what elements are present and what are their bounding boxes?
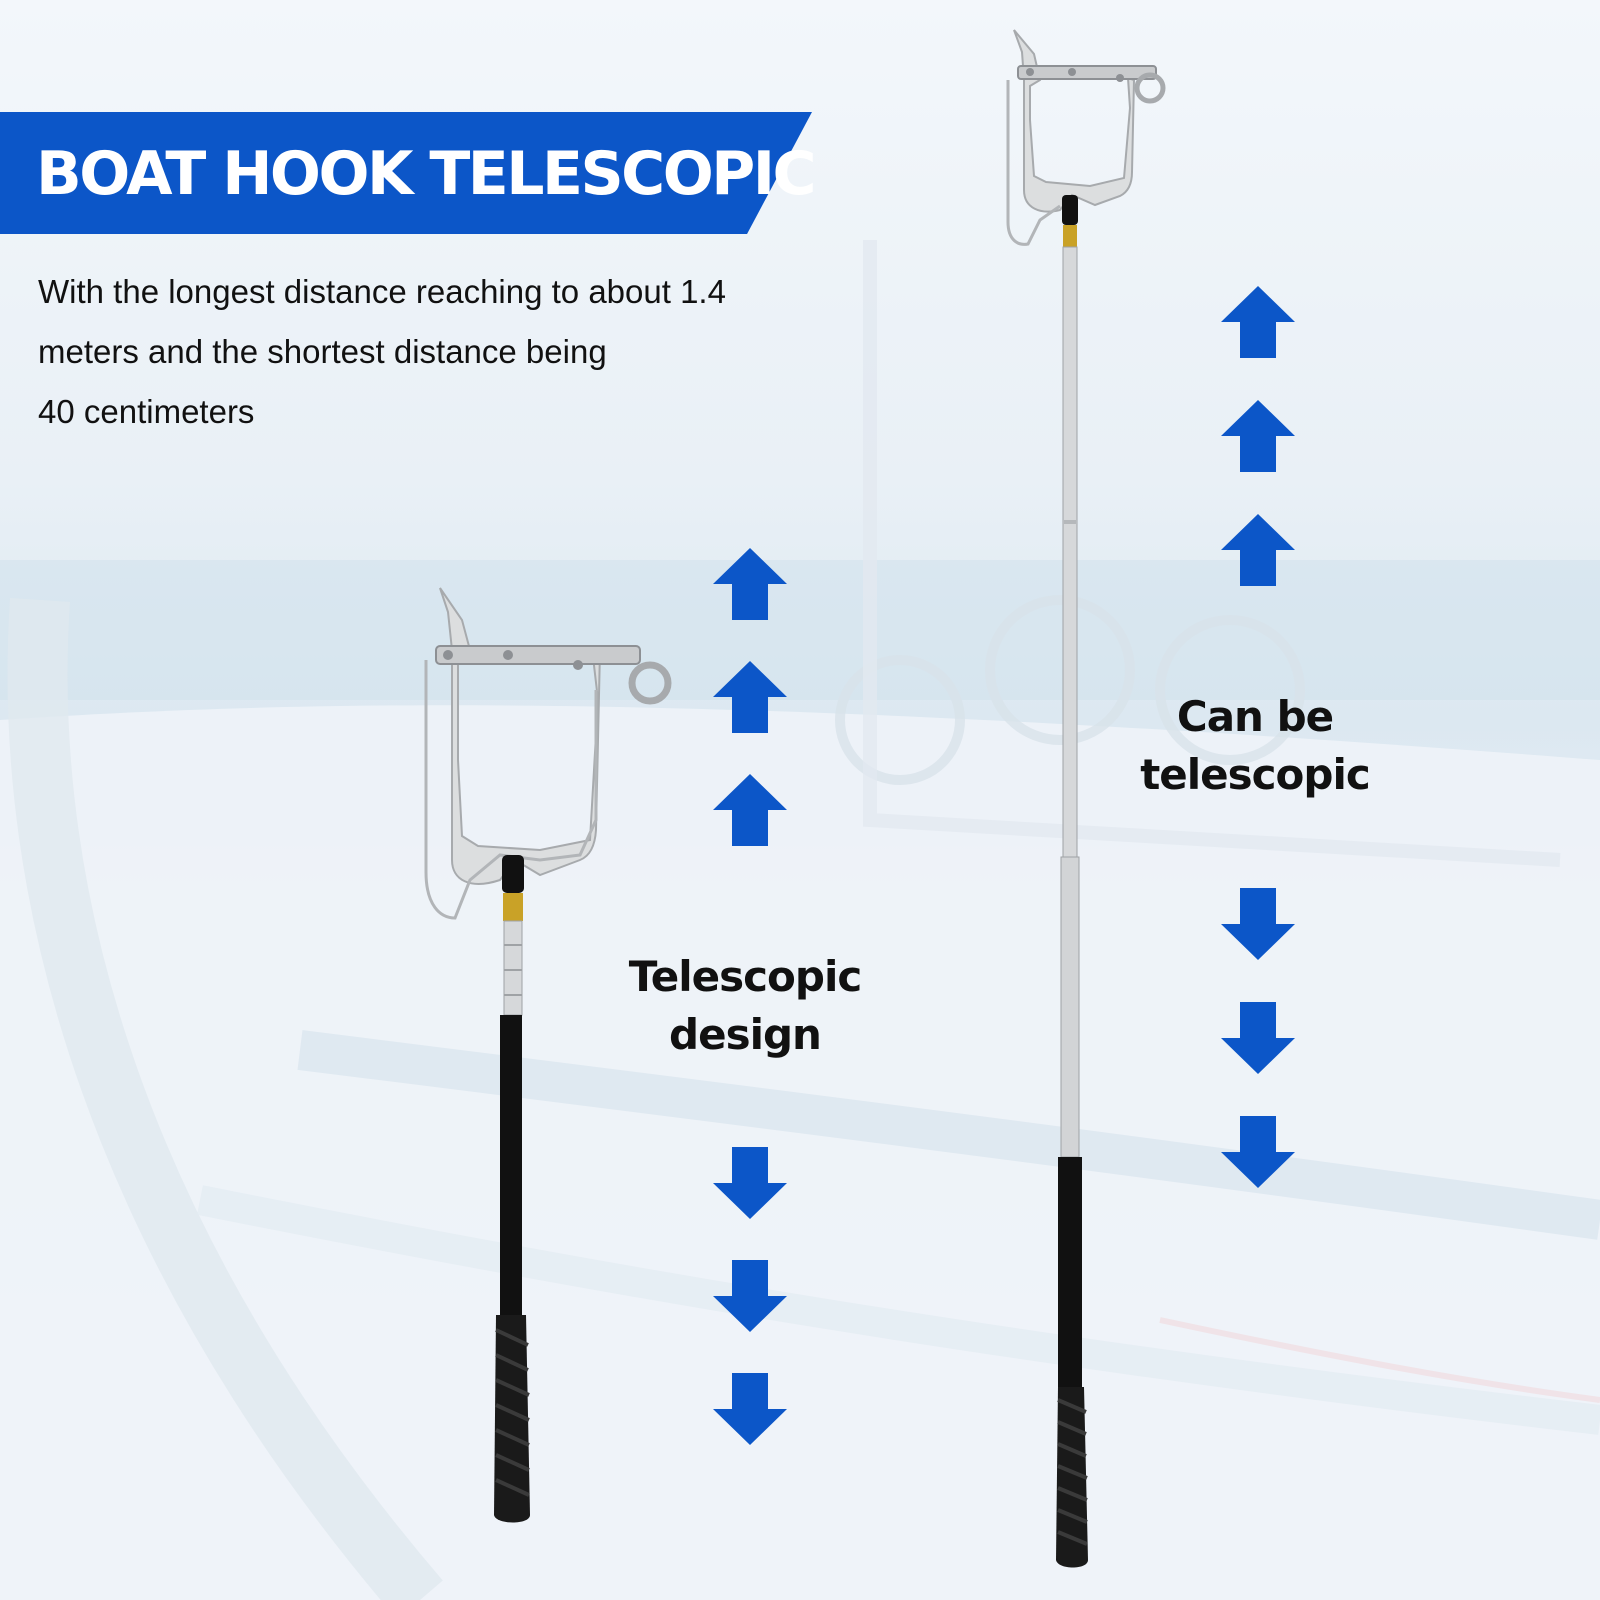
arrow-down-icon: [713, 1373, 787, 1445]
arrow-up-icon: [713, 548, 787, 620]
arrow-down-icon: [1221, 1002, 1295, 1074]
description-line: meters and the shortest distance being: [38, 333, 607, 370]
arrow-up-icon: [1221, 514, 1295, 586]
arrow-up-icon: [1221, 400, 1295, 472]
arrow-up-icon: [713, 774, 787, 846]
label-telescopic-design: Telescopic design: [600, 948, 890, 1064]
description-text: With the longest distance reaching to ab…: [38, 262, 798, 442]
label-line: design: [669, 1010, 822, 1059]
arrow-up-icon: [1221, 286, 1295, 358]
description-line: With the longest distance reaching to ab…: [38, 273, 726, 310]
description-line: 40 centimeters: [38, 393, 255, 430]
label-line: Can be: [1176, 692, 1334, 741]
label-can-be-telescopic: Can be telescopic: [1110, 688, 1400, 804]
label-line: telescopic: [1140, 750, 1371, 799]
banner-title: BOAT HOOK TELESCOPIC: [36, 139, 817, 209]
arrow-down-icon: [713, 1147, 787, 1219]
arrow-down-icon: [1221, 888, 1295, 960]
arrow-down-icon: [713, 1260, 787, 1332]
arrow-down-icon: [1221, 1116, 1295, 1188]
arrow-up-icon: [713, 661, 787, 733]
title-banner: [0, 112, 812, 234]
label-line: Telescopic: [628, 952, 863, 1001]
